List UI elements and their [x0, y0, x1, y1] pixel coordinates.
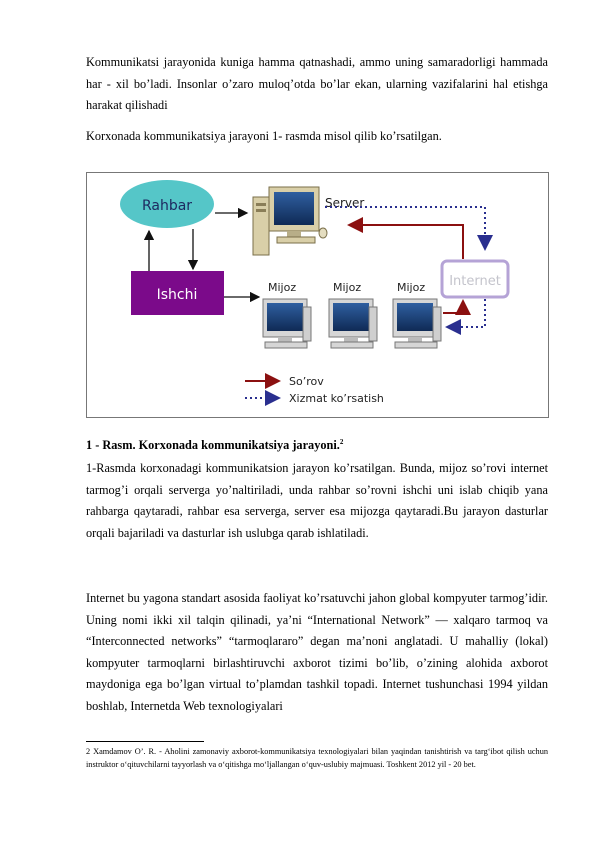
intro-paragraph: Kommunikatsi jarayonida kuniga hamma qat…	[86, 55, 548, 113]
server-computer-icon	[252, 186, 328, 256]
internet-label: Internet	[449, 274, 501, 289]
ishchi-label: Ishchi	[157, 287, 198, 303]
figure-caption-text: 1 - Rasm. Korxonada kommunikatsiya jaray…	[86, 438, 340, 453]
legend-service-label: Xizmat ko’rsatish	[289, 392, 384, 405]
service-arrow-server-to-internet	[325, 206, 493, 251]
client-label-2: Mijoz	[333, 281, 361, 294]
rahbar-label: Rahbar	[142, 198, 192, 214]
ishchi-node: Ishchi	[131, 271, 224, 315]
server-label: Server	[325, 196, 364, 210]
footnote-divider	[86, 741, 204, 742]
communication-diagram: Rahbar Ishchi Server	[86, 172, 549, 418]
internet-node: Internet	[440, 259, 510, 299]
body-paragraph-1: 1-Rasmda korxonadagi kommunikatsion jara…	[86, 461, 548, 540]
client-computer-icon	[392, 298, 442, 349]
body-paragraph-2: Internet bu yagona standart asosida faol…	[86, 591, 548, 713]
client-computer-icon	[328, 298, 378, 349]
request-arrow-client-to-internet	[443, 299, 471, 315]
client-label-1: Mijoz	[268, 281, 296, 294]
rahbar-node: Rahbar	[120, 180, 214, 228]
figure-caption: 1 - Rasm. Korxonada kommunikatsiya jaray…	[86, 438, 343, 453]
legend-request-label: So’rov	[289, 375, 324, 388]
footnote-ref: 2	[339, 438, 344, 446]
request-arrow-internet-to-server	[347, 217, 464, 259]
client-computer-icon	[262, 298, 312, 349]
footnote-text: 2 Xamdamov O’. R. - Aholini zamonaviy ax…	[86, 747, 548, 769]
client-label-3: Mijoz	[397, 281, 425, 294]
intro-figure-reference: Korxonada kommunikatsiya jarayoni 1- ras…	[86, 129, 442, 143]
